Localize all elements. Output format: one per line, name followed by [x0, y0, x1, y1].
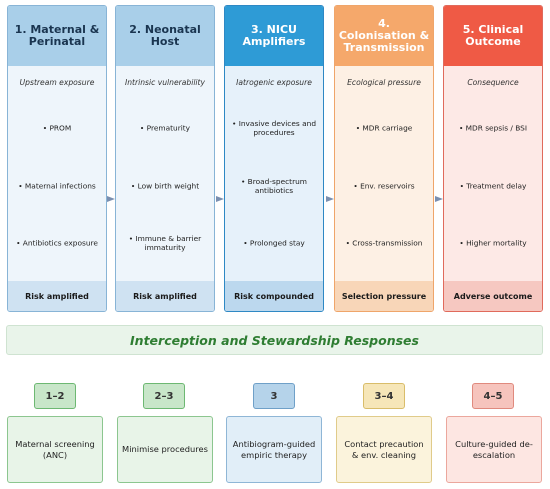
- stage-column-3: 3. NICU Amplifiers Iatrogenic exposure •…: [224, 5, 324, 312]
- response-box-2: Minimise procedures: [117, 416, 213, 483]
- stage-footer: Risk amplified: [116, 281, 214, 311]
- stage-item: • MDR carriage: [355, 123, 413, 133]
- stage-footer: Risk amplified: [8, 281, 106, 311]
- stage-subtitle: Iatrogenic exposure: [236, 78, 312, 87]
- arrow-right-icon: [216, 196, 224, 202]
- stage-title: 1. Maternal & Perinatal: [8, 6, 106, 66]
- arrow-right-icon: [435, 196, 443, 202]
- response-box-3: Antibiogram-guided empiric therapy: [226, 416, 322, 483]
- stage-item: • Immune & barrier immaturity: [128, 234, 202, 252]
- arrow-right-icon: [326, 196, 334, 202]
- stage-column-1: 1. Maternal & Perinatal Upstream exposur…: [7, 5, 107, 312]
- stage-item: • Cross-transmission: [345, 238, 423, 248]
- stage-column-5: 5. Clinical Outcome Consequence • MDR se…: [443, 5, 543, 312]
- stage-item: • PROM: [42, 123, 72, 133]
- stage-item: • Treatment delay: [459, 181, 527, 191]
- response-badge-1: 1–2: [34, 383, 76, 409]
- stage-item: • Antibiotics exposure: [16, 238, 98, 248]
- response-box-5: Culture-guided de-escalation: [446, 416, 542, 483]
- stage-title: 5. Clinical Outcome: [444, 6, 542, 66]
- stage-footer: Risk compounded: [225, 281, 323, 311]
- stage-item: • Prolonged stay: [243, 238, 305, 248]
- stage-subtitle: Ecological pressure: [347, 78, 421, 87]
- stage-item: • Env. reservoirs: [353, 181, 415, 191]
- stage-footer: Adverse outcome: [444, 281, 542, 311]
- response-badge-4: 3–4: [363, 383, 405, 409]
- stage-title: 2. Neonatal Host: [116, 6, 214, 66]
- responses-banner: Interception and Stewardship Responses: [6, 325, 543, 355]
- response-box-1: Maternal screening (ANC): [7, 416, 103, 483]
- stage-column-2: 2. Neonatal Host Intrinsic vulnerability…: [115, 5, 215, 312]
- response-badge-3: 3: [253, 383, 295, 409]
- stage-subtitle: Consequence: [467, 78, 519, 87]
- stage-item: • Low birth weight: [130, 181, 200, 191]
- stage-item: • Higher mortality: [459, 238, 527, 248]
- stage-item: • Prematurity: [139, 123, 191, 133]
- stage-item: • Maternal infections: [18, 181, 96, 191]
- stage-item: • Broad-spectrum antibiotics: [240, 177, 308, 195]
- stage-title: 3. NICU Amplifiers: [225, 6, 323, 66]
- stage-footer: Selection pressure: [335, 281, 433, 311]
- response-box-4: Contact precaution & env. cleaning: [336, 416, 432, 483]
- stage-title: 4. Colonisation & Transmission: [335, 6, 433, 66]
- response-badge-2: 2–3: [143, 383, 185, 409]
- stage-item: • Invasive devices and procedures: [231, 119, 317, 137]
- stage-subtitle: Upstream exposure: [19, 78, 95, 87]
- response-badge-5: 4–5: [472, 383, 514, 409]
- stage-subtitle: Intrinsic vulnerability: [124, 78, 206, 87]
- arrow-right-icon: [107, 196, 115, 202]
- stage-column-4: 4. Colonisation & Transmission Ecologica…: [334, 5, 434, 312]
- stage-item: • MDR sepsis / BSI: [458, 123, 528, 133]
